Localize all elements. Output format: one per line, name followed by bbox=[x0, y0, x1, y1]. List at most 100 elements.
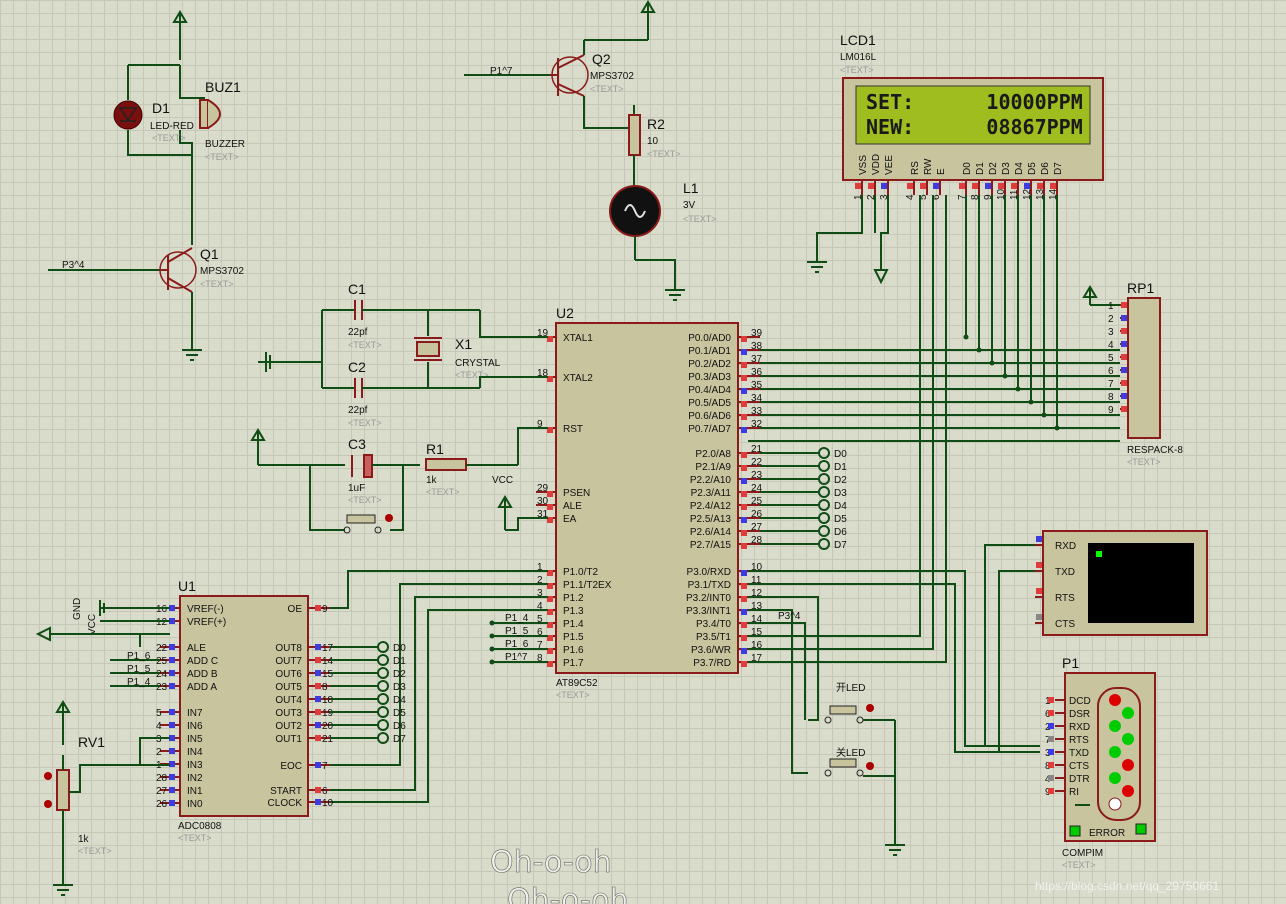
u1-right-pin-dot bbox=[315, 709, 321, 715]
p2-terminal-label: D2 bbox=[834, 475, 847, 486]
u1-right-pin-number: 19 bbox=[322, 708, 334, 719]
rp1-pin-dot bbox=[1121, 341, 1127, 347]
virtual-terminal[interactable] bbox=[1042, 530, 1208, 636]
u2-right-pin-number: 38 bbox=[751, 341, 763, 352]
u2-right-pin-number: 14 bbox=[751, 614, 763, 625]
u1-left-pin-dot bbox=[169, 644, 175, 650]
u2-right-pin-dot bbox=[741, 414, 747, 420]
rp1-pin-dot bbox=[1121, 406, 1127, 412]
junction-dot bbox=[489, 646, 495, 652]
u2-right-pin-dot bbox=[741, 635, 747, 641]
capacitor-c3[interactable] bbox=[351, 454, 420, 478]
q2-text: <TEXT> bbox=[590, 84, 624, 94]
c3-text: <TEXT> bbox=[348, 495, 382, 505]
u2-left-pin-dot bbox=[547, 622, 553, 628]
u1-left-pin-number: 26 bbox=[156, 799, 168, 810]
p2-terminal bbox=[818, 512, 830, 524]
u2-left-pin-name: P1.3 bbox=[563, 606, 584, 617]
rp1-pin-dot bbox=[1121, 315, 1127, 321]
lcd-line1: SET: 10000PPM bbox=[866, 90, 1083, 114]
p2-terminal-label: D1 bbox=[834, 462, 847, 473]
buz1-model: BUZZER bbox=[205, 139, 245, 150]
d1-ref: D1 bbox=[152, 100, 170, 116]
transistor-q2[interactable] bbox=[464, 54, 589, 97]
watermark-line2: Oh-o-oh bbox=[507, 883, 629, 904]
adc-out-terminal bbox=[377, 667, 389, 679]
u2-left-pin-number: 4 bbox=[537, 601, 543, 612]
lcd-pins: VSS1VDD2VEE3RS4RW5E6D07D18D29D310D411D51… bbox=[853, 154, 1064, 431]
adc-out-label: D7 bbox=[393, 734, 406, 745]
resistor-r1[interactable] bbox=[425, 458, 518, 471]
u2-right-pin-name: P0.6/AD6 bbox=[688, 411, 731, 422]
lcd-text: <TEXT> bbox=[840, 65, 874, 75]
u2-left-pin-name: P1.0/T2 bbox=[563, 567, 598, 578]
resistor-r2[interactable] bbox=[628, 105, 641, 185]
ground-q1 bbox=[182, 349, 202, 361]
lcd-line2: NEW: 08867PPM bbox=[866, 115, 1083, 139]
p1-net-label: P1_5 bbox=[505, 626, 529, 637]
rp1-pin-dot bbox=[1121, 354, 1127, 360]
ground-crystal bbox=[265, 352, 271, 372]
compim-pin-dot bbox=[1048, 723, 1054, 729]
lcd-pin-dot bbox=[1011, 183, 1017, 189]
u2-left-pin-name: XTAL1 bbox=[563, 333, 593, 344]
u1-right-pin-dot bbox=[315, 696, 321, 702]
respack-rp1[interactable] bbox=[1127, 297, 1161, 439]
potentiometer-rv1[interactable] bbox=[44, 755, 170, 885]
u1-right-pin-number: 15 bbox=[322, 669, 334, 680]
u1-left-pin-name: ADD A bbox=[187, 682, 217, 693]
reset-button[interactable] bbox=[343, 514, 393, 534]
switch-on-led[interactable] bbox=[824, 704, 895, 724]
adc-out-label: D0 bbox=[393, 643, 406, 654]
u2-left-pin-number: 19 bbox=[537, 328, 549, 339]
u1-gnd-label: GND bbox=[72, 598, 83, 620]
adc-out-terminal bbox=[377, 719, 389, 731]
r2-text: <TEXT> bbox=[647, 149, 681, 159]
c3-ref: C3 bbox=[348, 436, 366, 452]
adc-u1[interactable] bbox=[179, 595, 309, 817]
p2-terminal bbox=[818, 473, 830, 485]
lcd-pin-dot bbox=[868, 183, 874, 189]
switch-off-led[interactable] bbox=[824, 758, 895, 777]
u2-right-pin-number: 27 bbox=[751, 522, 763, 533]
terminal-pin-name: RXD bbox=[1055, 541, 1076, 552]
compim-pin-dot bbox=[1048, 710, 1054, 716]
lcd-pin-number: 8 bbox=[970, 194, 981, 200]
u2-right-pin-name: P3.0/RXD bbox=[687, 567, 731, 578]
u2-left-pin-name: P1.4 bbox=[563, 619, 584, 630]
u2-model: AT89C52 bbox=[556, 678, 598, 689]
u1-right-pin-name: OUT5 bbox=[275, 682, 302, 693]
u1-right-pin-dot bbox=[315, 722, 321, 728]
compim-pin-name: RI bbox=[1069, 787, 1079, 798]
c2-text: <TEXT> bbox=[348, 418, 382, 428]
u2-left-pin-number: 2 bbox=[537, 575, 543, 586]
u1-left-pin-dot bbox=[169, 709, 175, 715]
u1-right-pin-name: EOC bbox=[280, 761, 302, 772]
lcd-display[interactable]: SET: 10000PPM NEW: 08867PPM bbox=[842, 77, 1104, 181]
buzzer-buz1[interactable] bbox=[199, 99, 221, 129]
capacitor-c2[interactable] bbox=[322, 378, 480, 398]
led-d1[interactable] bbox=[113, 100, 143, 130]
u2-right-pin-name: P2.4/A12 bbox=[690, 501, 732, 512]
crystal-x1[interactable] bbox=[414, 310, 442, 388]
power-arrow-rv1 bbox=[55, 700, 71, 745]
u1-right-pin-number: 18 bbox=[322, 695, 334, 706]
u2-right-pin-dot bbox=[741, 465, 747, 471]
u1-left-pin-name: IN7 bbox=[187, 708, 203, 719]
u2-left-pin-dot bbox=[547, 336, 553, 342]
capacitor-c1[interactable] bbox=[322, 300, 480, 320]
u2-right-pin-name: P3.7/RD bbox=[693, 658, 731, 669]
u2-right-pin-name: P0.3/AD3 bbox=[688, 372, 731, 383]
lamp-l1[interactable] bbox=[609, 185, 661, 260]
compim-p1[interactable] bbox=[1064, 672, 1156, 842]
mcu-u2[interactable] bbox=[555, 322, 739, 674]
u2-right-pin-number: 28 bbox=[751, 535, 763, 546]
p2-terminal-label: D6 bbox=[834, 527, 847, 538]
u2-right-pin-dot bbox=[741, 504, 747, 510]
u2-left-pin-dot bbox=[547, 609, 553, 615]
r1-text: <TEXT> bbox=[426, 487, 460, 497]
transistor-q1[interactable] bbox=[48, 247, 197, 350]
